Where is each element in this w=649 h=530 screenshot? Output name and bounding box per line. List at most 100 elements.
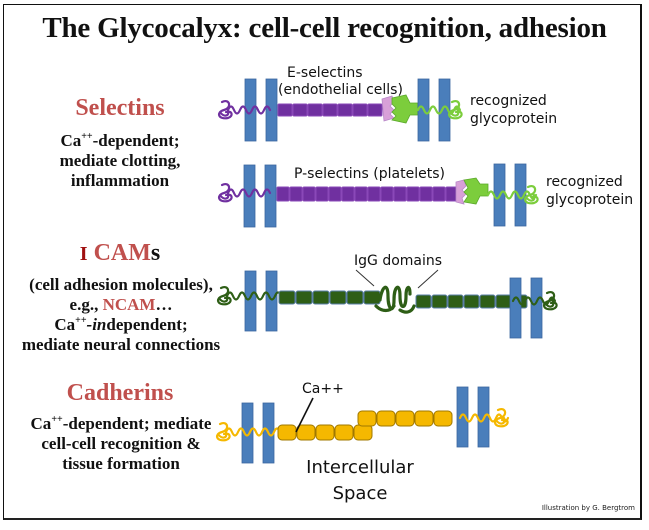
igg-pointer-left: [355, 269, 375, 287]
p-selectin-chain-domain: [328, 186, 342, 202]
p-selectin-tail-knot: [218, 183, 233, 203]
p-selectins-label: P-selectins (platelets): [294, 166, 445, 182]
membrane-p-glycoprotein-cell-right: [514, 163, 527, 227]
cadherins-heading: Cadherins: [66, 380, 174, 406]
cam-chain-left-domain: [346, 290, 364, 305]
calcium-pointer: [295, 397, 314, 433]
recognized-glycoprotein-label-2: recognized glycoprotein: [546, 174, 634, 208]
p-selectin-chain-domain: [393, 186, 407, 202]
diagram-shapes: [216, 78, 558, 464]
e-selectin-chain-domain: [292, 103, 308, 117]
membrane-cam-cell-2-left: [509, 277, 522, 339]
selectins-desc-line3: inflammation: [70, 171, 170, 190]
cadherin-chain-left-domain: [334, 424, 354, 441]
cadherin-chain-right-domain: [357, 410, 377, 427]
cadherin-chain-right-domain: [395, 410, 415, 427]
cam-chain-right-domain: [415, 294, 432, 309]
membrane-cam-cell-1-right: [265, 270, 278, 332]
e-selectin-chain-domain: [352, 103, 368, 117]
selectins-desc-line2: mediate clotting,: [59, 151, 181, 170]
cam-chain-left-domain: [295, 290, 313, 305]
e-glycoprotein-tail-knot: [448, 100, 463, 120]
selectins-heading: Selectins: [75, 95, 165, 121]
intercellular-space-label: Intercellular Space: [306, 457, 414, 504]
membrane-e-selectin-cell-right: [265, 78, 278, 142]
cam-tail-2-knot: [543, 291, 558, 311]
igg-pointer-right: [417, 269, 439, 289]
membrane-cadherin-cell-2-left: [456, 386, 469, 448]
cams-desc-line1: (cell adhesion molecules),: [29, 275, 213, 294]
e-selectin-chain-domain: [322, 103, 338, 117]
e-selectins-label: E-selectins: [287, 65, 363, 81]
cam-chain-left-domain: [363, 290, 381, 305]
cams-description: (cell adhesion molecules), e.g., NCAM… C…: [2, 275, 240, 355]
selectins-description: Ca++-dependent; mediate clotting, inflam…: [20, 131, 220, 191]
p-selectin-chain-domain: [367, 186, 381, 202]
e-selectin-chain-domain: [277, 103, 293, 117]
illustration-credit: Illustration by G. Bergtrom: [541, 504, 635, 512]
cadherin-chain-left-domain: [277, 424, 297, 441]
calcium-label: Ca++: [302, 381, 344, 397]
cam-igg-domain-fold: [374, 285, 416, 314]
p-selectin-chain-domain: [315, 186, 329, 202]
cams-heading: I CAMs: [79, 240, 161, 266]
p-selectin-tail: [226, 188, 272, 198]
membrane-e-glycoprotein-cell-right: [438, 78, 451, 142]
p-selectin-chain-domain: [354, 186, 368, 202]
cam-chain-left-domain: [329, 290, 347, 305]
membrane-cadherin-cell-1-left: [241, 402, 254, 464]
e-selectin-tail-knot: [218, 100, 233, 120]
p-selectin-chain-domain: [341, 186, 355, 202]
membrane-cam-cell-1-left: [244, 270, 257, 332]
cam-chain-right-domain: [431, 294, 448, 309]
cadherins-description: Ca++-dependent; mediate cell-cell recogn…: [6, 414, 236, 474]
e-selectin-tail: [226, 105, 272, 115]
cadherin-chain-right-domain: [433, 410, 453, 427]
cam-chain-right-domain: [463, 294, 480, 309]
p-selectin-chain-domain: [380, 186, 394, 202]
recognized-glycoprotein-label-1: recognized glycoprotein: [470, 93, 558, 127]
cadherin-tail-1-knot: [216, 422, 231, 442]
cadherin-tail-2: [458, 413, 510, 423]
p-glycoprotein-tail-knot: [524, 185, 539, 205]
cam-chain-right-domain: [495, 294, 512, 309]
cams-desc-line4: mediate neural connections: [21, 335, 221, 354]
cadherins-desc-line2: cell-cell recognition &: [41, 434, 201, 453]
p-selectin-chain-domain: [289, 186, 303, 202]
cadherin-chain-left-domain: [296, 424, 316, 441]
p-selectin-chain-domain: [276, 186, 290, 202]
e-selectin-recognized-glycoprotein-head: [391, 94, 419, 124]
cadherin-chain-left-domain: [315, 424, 335, 441]
cadherin-chain-right-domain: [376, 410, 396, 427]
cadherin-tail-1: [224, 427, 282, 437]
p-glycoprotein-tail: [486, 190, 538, 200]
cam-chain-right-domain: [447, 294, 464, 309]
p-selectin-recognized-glycoprotein-head: [463, 177, 489, 205]
p-selectin-chain-domain: [432, 186, 446, 202]
figure-title: The Glycocalyx: cell-cell recognition, a…: [42, 12, 607, 44]
cams-desc-line3: Ca++-independent;: [54, 315, 188, 334]
p-selectin-chain-domain: [419, 186, 433, 202]
membrane-cam-cell-2-right: [530, 277, 543, 339]
cadherins-desc-line1: Ca++-dependent; mediate: [30, 414, 212, 433]
igg-domains-label: IgG domains: [354, 253, 443, 269]
e-selectins-sublabel: (endothelial cells): [278, 82, 403, 98]
cadherin-chain-left-domain: [353, 424, 373, 441]
cam-chain-right-domain: [479, 294, 496, 309]
cadherin-chain-right-domain: [414, 410, 434, 427]
e-selectin-chain-domain: [337, 103, 353, 117]
cams-desc-line2: e.g., NCAM…: [69, 295, 173, 314]
p-selectin-chain-domain: [302, 186, 316, 202]
cam-chain-left-domain: [312, 290, 330, 305]
cadherins-desc-line3: tissue formation: [62, 454, 180, 473]
cam-chain-left-domain: [278, 290, 296, 305]
membrane-p-selectin-cell-right: [264, 164, 277, 228]
p-selectin-chain-domain: [406, 186, 420, 202]
e-selectin-chain-domain: [307, 103, 323, 117]
selectins-desc-line1: Ca++-dependent;: [60, 131, 180, 150]
cam-tail-1: [225, 291, 283, 301]
e-selectin-chain-domain: [367, 103, 383, 117]
cam-tail-1-knot: [217, 286, 232, 306]
cadherin-tail-2-knot: [494, 408, 509, 428]
